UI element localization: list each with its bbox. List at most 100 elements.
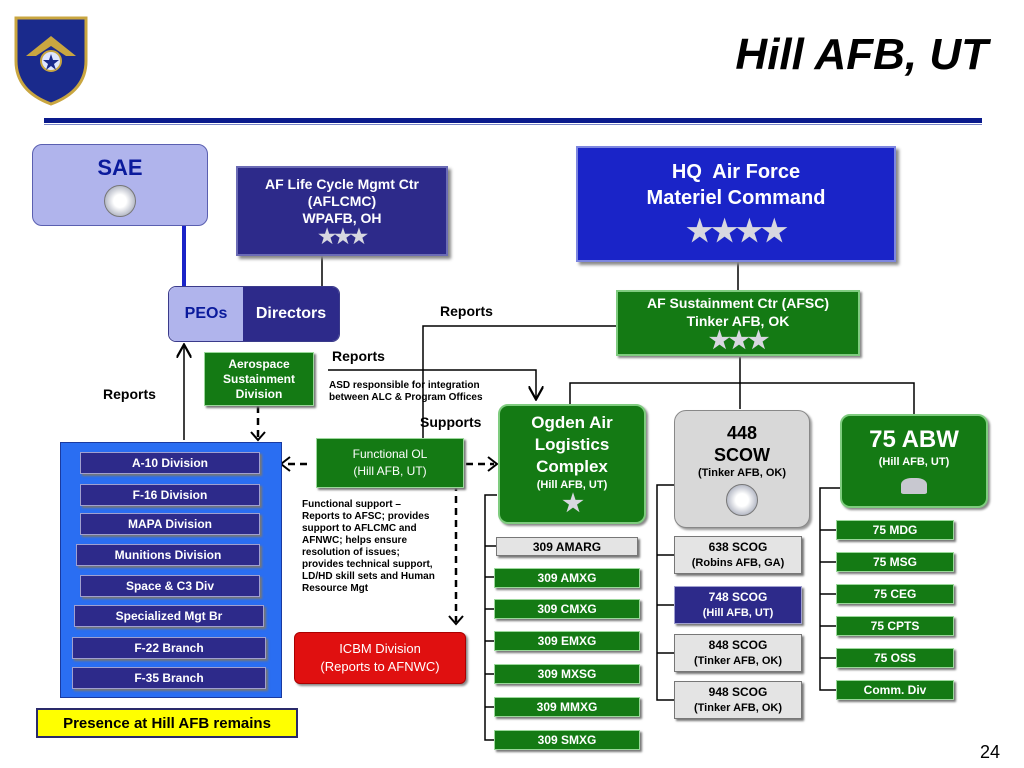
unit-75-mdg: 75 MDG	[836, 520, 954, 540]
reports-label-mid: Reports	[332, 348, 385, 364]
directors-label: Directors	[243, 287, 339, 341]
unit-948-scog: 948 SCOG (Tinker AFB, OK)	[674, 681, 802, 719]
abw-box: 75 ABW (Hill AFB, UT)	[840, 414, 988, 508]
scog-name: 948 SCOG	[708, 685, 768, 699]
reports-label-top: Reports	[440, 303, 493, 319]
ogden-line2: Logistics	[534, 435, 610, 454]
asd-note-line2: between ALC & Program Offices	[329, 392, 483, 403]
supports-label: Supports	[420, 414, 482, 430]
division-mapa: MAPA Division	[80, 513, 260, 535]
scog-name: 748 SCOG	[708, 590, 768, 604]
unit-309-amxg: 309 AMXG	[494, 568, 640, 588]
icbm-division-box: ICBM Division (Reports to AFNWC)	[294, 632, 466, 684]
scow-box: 448 SCOW (Tinker AFB, OK)	[674, 410, 810, 528]
reports-label-left: Reports	[103, 386, 156, 402]
division-a10: A-10 Division	[80, 452, 260, 474]
icbm-line2: (Reports to AFNWC)	[320, 659, 440, 674]
functional-support-note: Functional support – Reports to AFSC; pr…	[302, 499, 435, 595]
page-number: 24	[979, 742, 1000, 762]
note-line: support to AFLCMC and	[302, 523, 417, 534]
sae-box: SAE	[32, 144, 208, 226]
note-line: LD/HD skill sets and Human	[302, 571, 435, 582]
division-f35: F-35 Branch	[72, 667, 266, 689]
division-munitions: Munitions Division	[76, 544, 260, 566]
unit-comm-div: Comm. Div	[836, 680, 954, 700]
scog-name: 638 SCOG	[708, 540, 768, 554]
page-title: Hill AFB, UT	[735, 30, 988, 79]
scow-line2: SCOW	[714, 445, 770, 465]
hq-afmc-box: HQ Air Force Materiel Command ★★★★	[576, 146, 896, 262]
afmc-logo-icon	[6, 6, 96, 106]
functional-ol-box: Functional OL (Hill AFB, UT)	[316, 438, 464, 488]
unit-309-smxg: 309 SMXG	[494, 730, 640, 750]
eagle-insignia-icon	[901, 478, 927, 494]
aerospace-line3: Division	[235, 386, 283, 401]
note-line: Functional support –	[302, 499, 401, 510]
scow-line3: (Tinker AFB, OK)	[697, 467, 786, 479]
afsc-box: AF Sustainment Ctr (AFSC) Tinker AFB, OK…	[616, 290, 860, 356]
aflcmc-line1: AF Life Cycle Mgmt Ctr	[264, 175, 419, 192]
icbm-line1: ICBM Division	[339, 641, 421, 656]
sae-label: SAE	[97, 155, 143, 180]
scog-loc: (Tinker AFB, OK)	[693, 655, 782, 667]
aflcmc-line2: (AFLCMC)	[307, 192, 377, 209]
hq-line2: Materiel Command	[646, 187, 826, 209]
aflcmc-line3: WPAFB, OH	[302, 209, 382, 226]
asd-note: ASD responsible for integration between …	[329, 380, 483, 404]
seal-icon	[726, 484, 758, 516]
unit-309-mmxg: 309 MMXG	[494, 697, 640, 717]
afsc-line1: AF Sustainment Ctr (AFSC)	[647, 295, 829, 311]
note-line: Reports to AFSC; provides	[302, 511, 430, 522]
aerospace-sustainment-box: Aerospace Sustainment Division	[204, 352, 314, 406]
scog-loc: (Tinker AFB, OK)	[693, 702, 782, 714]
unit-75-cpts: 75 CPTS	[836, 616, 954, 636]
abw-line2: (Hill AFB, UT)	[878, 456, 950, 468]
four-star-icon: ★★★★	[686, 215, 788, 248]
aerospace-line1: Aerospace	[228, 356, 290, 371]
note-line: provides technical support,	[302, 559, 433, 570]
peos-label: PEOs	[169, 287, 243, 341]
scog-loc: (Robins AFB, GA)	[691, 557, 785, 569]
unit-309-mxsg: 309 MXSG	[494, 664, 640, 684]
unit-848-scog: 848 SCOG (Tinker AFB, OK)	[674, 634, 802, 672]
unit-309-emxg: 309 EMXG	[494, 631, 640, 651]
presence-banner: Presence at Hill AFB remains	[36, 708, 298, 738]
three-star-icon: ★★★	[708, 327, 770, 354]
ogden-alc-box: Ogden Air Logistics Complex (Hill AFB, U…	[498, 404, 646, 524]
abw-line1: 75 ABW	[869, 426, 959, 453]
note-line: AFNWC; helps ensure	[302, 535, 408, 546]
unit-75-msg: 75 MSG	[836, 552, 954, 572]
unit-75-ceg: 75 CEG	[836, 584, 954, 604]
note-line: resolution of issues;	[302, 547, 400, 558]
aflcmc-box: AF Life Cycle Mgmt Ctr (AFLCMC) WPAFB, O…	[236, 166, 448, 256]
aerospace-line2: Sustainment	[222, 371, 295, 386]
unit-748-scog: 748 SCOG (Hill AFB, UT)	[674, 586, 802, 624]
division-specialized-mgt: Specialized Mgt Br	[74, 605, 264, 627]
ogden-line4: (Hill AFB, UT)	[536, 479, 608, 491]
three-star-icon: ★★★	[318, 225, 368, 248]
scog-loc: (Hill AFB, UT)	[702, 607, 774, 619]
unit-309-cmxg: 309 CMXG	[494, 599, 640, 619]
unit-309-amarg: 309 AMARG	[496, 537, 638, 556]
ogden-line1: Ogden Air	[531, 413, 613, 432]
hq-line1: HQ Air Force	[671, 161, 801, 183]
division-f22: F-22 Branch	[72, 637, 266, 659]
functional-ol-line1: Functional OL	[352, 447, 428, 461]
note-line: Resource Mgt	[302, 583, 369, 594]
scow-line1: 448	[726, 423, 758, 443]
asd-note-line1: ASD responsible for integration	[329, 380, 480, 391]
unit-75-oss: 75 OSS	[836, 648, 954, 668]
title-rule-thin	[44, 124, 982, 125]
functional-ol-line2: (Hill AFB, UT)	[353, 464, 427, 478]
ogden-line3: Complex	[536, 457, 608, 476]
hill-divisions-panel	[60, 442, 282, 698]
one-star-icon: ★	[562, 490, 583, 517]
scog-name: 848 SCOG	[708, 638, 768, 652]
division-f16: F-16 Division	[80, 484, 260, 506]
peos-directors-box: PEOs Directors	[168, 286, 340, 342]
seal-icon	[104, 185, 136, 217]
unit-638-scog: 638 SCOG (Robins AFB, GA)	[674, 536, 802, 574]
afsc-line2: Tinker AFB, OK	[686, 313, 790, 329]
division-space-c3: Space & C3 Div	[80, 575, 260, 597]
title-rule	[44, 118, 982, 123]
